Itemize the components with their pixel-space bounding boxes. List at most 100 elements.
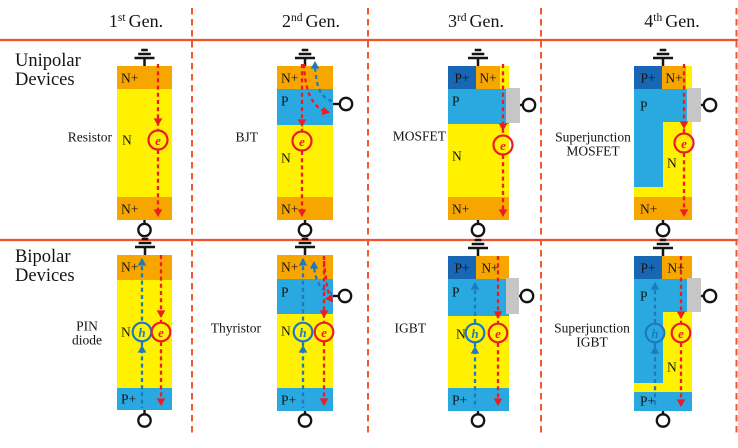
region-label: P+ [454, 71, 469, 86]
region-label: P [452, 285, 460, 300]
device-name: PIN [76, 319, 98, 334]
electron-label: e [299, 134, 305, 149]
region-label: N+ [281, 71, 298, 86]
n-source-region [662, 256, 692, 279]
gate-electrode [687, 278, 701, 312]
terminal-icon [297, 222, 313, 238]
region-label: N+ [121, 71, 138, 86]
device-name: IGBT [395, 321, 427, 336]
n-surface-region [500, 66, 509, 89]
n-source-region [476, 256, 509, 279]
electron-marker [150, 321, 172, 343]
n-plus-region [448, 197, 509, 220]
n-source-region [476, 66, 500, 89]
device-mosfet: e P+ N+ P N N+ MOSFET [393, 48, 537, 238]
device-sj-igbt: h e P+ N+ P N P+ Superjunction IGBT [554, 238, 718, 428]
gate-electrode [687, 88, 701, 122]
region-label: P [281, 285, 289, 300]
gate-terminal-icon [702, 288, 718, 304]
region-label: P+ [454, 261, 469, 276]
p-plus-region [448, 256, 476, 279]
p-plus-region [117, 388, 172, 410]
p-body-region [634, 279, 687, 312]
n-drift-region [117, 280, 172, 388]
gate-electrode [506, 88, 520, 123]
n-plus-region [634, 197, 692, 220]
hole-marker [644, 322, 666, 344]
region-label: P+ [640, 71, 655, 86]
n-source-region [662, 66, 686, 89]
row-label-line: Devices [15, 70, 75, 90]
p-plus-region [448, 66, 476, 89]
region-label: P [281, 94, 289, 109]
region-label: N+ [665, 71, 682, 86]
electron-marker [291, 130, 313, 152]
device-name: Superjunction [555, 130, 631, 145]
device-thyristor: h e N+ P N P+ Thyristor [211, 237, 353, 428]
region-label: N [122, 133, 132, 148]
hole-label: h [138, 325, 145, 340]
ground-icon [293, 237, 317, 257]
electron-marker [313, 321, 335, 343]
region-label: P+ [281, 393, 296, 408]
p-plus-region [277, 388, 333, 411]
electron-label: e [155, 133, 161, 148]
electron-label: e [678, 326, 684, 341]
electron-label: e [495, 326, 501, 341]
electron-branch-curve [302, 63, 327, 114]
hole-flow-curve [313, 63, 333, 103]
region-label: P+ [452, 393, 467, 408]
region-label: P [640, 99, 648, 114]
ground-icon [293, 48, 317, 68]
gate-terminal-icon [337, 288, 353, 304]
p-pillar-region [634, 122, 663, 187]
ground-icon [133, 48, 156, 68]
region-label: N+ [667, 261, 684, 276]
p-plus-collector-region [448, 388, 509, 411]
hole-label: h [299, 325, 306, 340]
device-resistor: e N+ N N+ Resistor [68, 48, 172, 238]
device-bjt: e N+ P N N+ BJT [235, 48, 354, 238]
terminal-icon [470, 222, 486, 238]
electron-marker [487, 322, 509, 344]
device-name: BJT [235, 130, 258, 145]
region-label: N [667, 360, 677, 375]
region-label: N [281, 324, 291, 339]
region-label: N [456, 327, 466, 342]
terminal-icon [655, 413, 671, 428]
n-plus-region [277, 197, 333, 220]
hole-marker [464, 322, 486, 344]
p-body-region [448, 89, 509, 124]
n-plus-region [277, 66, 333, 89]
electron-marker [147, 129, 169, 151]
terminal-icon [297, 413, 313, 428]
row-label-line: Devices [15, 266, 75, 286]
region-label: P+ [640, 261, 655, 276]
electron-label: e [321, 325, 327, 340]
region-label: N+ [121, 202, 138, 217]
gate-electrode [506, 278, 519, 314]
row-label-line: Unipolar [15, 51, 81, 71]
region-label: P+ [121, 392, 136, 407]
electron-label: e [681, 136, 687, 151]
ground-icon [133, 237, 157, 257]
row-label-bipolar: Bipolar Devices [15, 247, 75, 286]
region-label: N+ [640, 202, 657, 217]
region-label: N [121, 325, 131, 340]
region-label: N+ [452, 202, 469, 217]
region-label: N+ [479, 71, 496, 86]
region-label: N [452, 149, 462, 164]
n-drift-region [277, 125, 333, 197]
hole-label: h [471, 326, 478, 341]
device-name: Thyristor [211, 321, 262, 336]
row-label-line: Bipolar [15, 247, 71, 267]
row-label-unipolar: Unipolar Devices [15, 51, 81, 90]
device-name: diode [72, 333, 102, 348]
gate-terminal-icon [521, 97, 537, 113]
terminal-icon [655, 222, 671, 238]
region-label: N+ [281, 202, 298, 217]
ground-icon [651, 48, 675, 68]
p-plus-region [634, 256, 662, 279]
